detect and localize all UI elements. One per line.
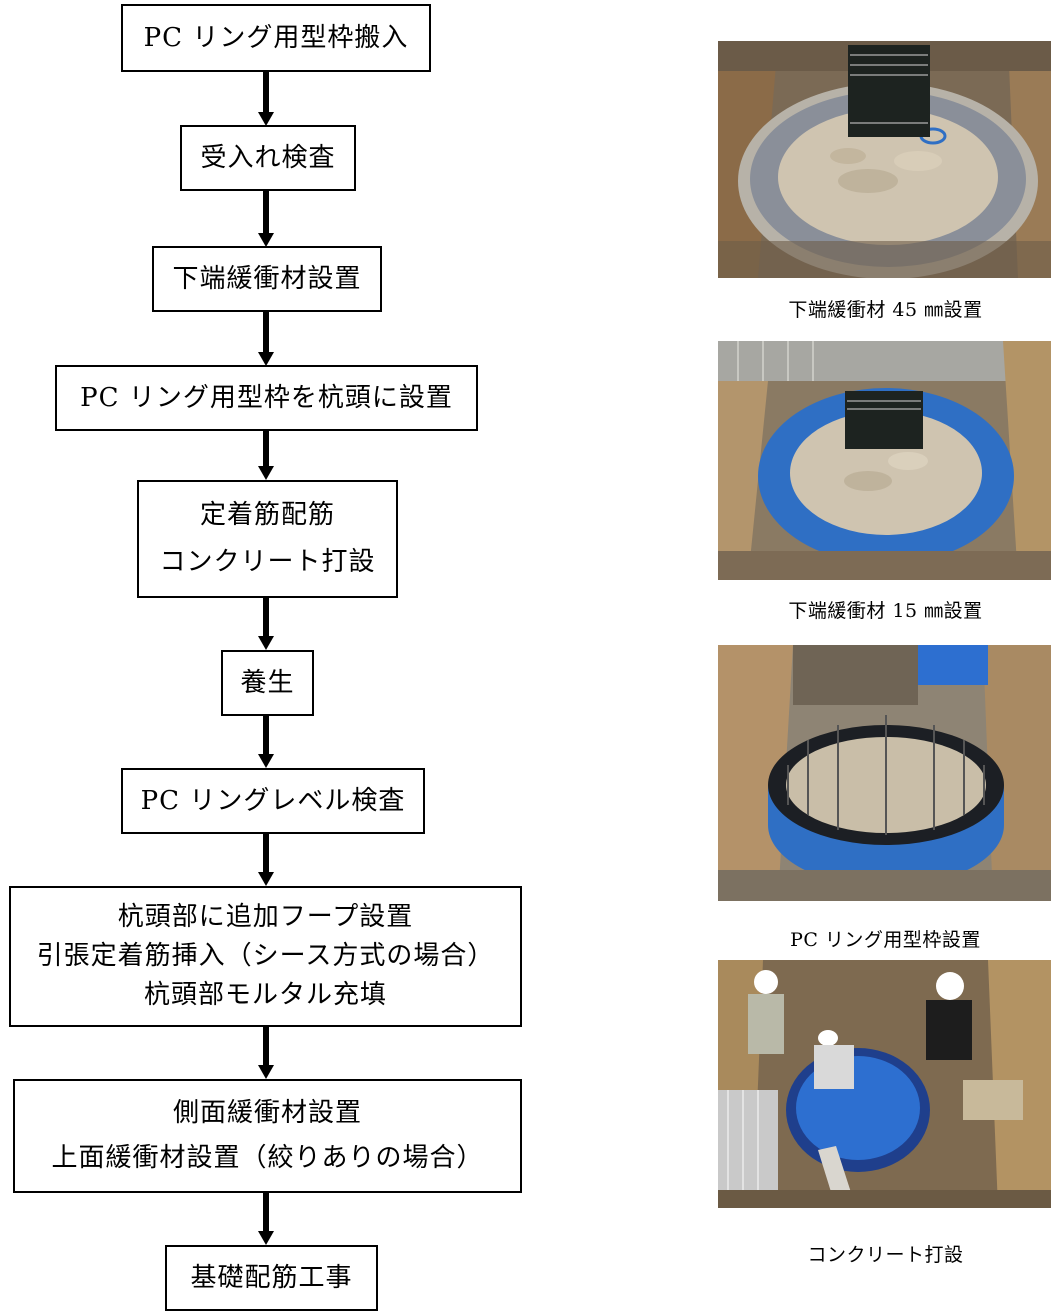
flow-step-label: 杭頭部に追加フープ設置 bbox=[117, 902, 414, 932]
flow-step-label: 受入れ検査 bbox=[200, 142, 336, 173]
flow-step-bottom-cushion: 下端緩衝材設置 bbox=[152, 246, 382, 312]
flow-step-label: 下端緩衝材設置 bbox=[172, 263, 362, 294]
flow-arrow bbox=[258, 1027, 274, 1079]
flow-step-label: 基礎配筋工事 bbox=[190, 1262, 353, 1293]
photo-caption: 下端緩衝材 45 ㎜設置 bbox=[788, 299, 983, 321]
flow-step-hoop-anchor-mortar: 杭頭部に追加フープ設置 引張定着筋挿入（シース方式の場合） 杭頭部モルタル充填 bbox=[9, 886, 522, 1027]
flow-step-label: PC リングレベル検査 bbox=[140, 785, 406, 816]
flow-step-acceptance-inspection: 受入れ検査 bbox=[180, 125, 356, 191]
flow-step-curing: 養生 bbox=[221, 650, 314, 716]
flow-step-side-top-cushion: 側面緩衝材設置 上面緩衝材設置（絞りありの場合） bbox=[13, 1079, 522, 1193]
flow-step-rebar-concrete: 定着筋配筋 コンクリート打設 bbox=[137, 480, 398, 598]
photo-caption: 下端緩衝材 15 ㎜設置 bbox=[788, 600, 983, 622]
flow-step-foundation-rebar: 基礎配筋工事 bbox=[165, 1245, 378, 1311]
flow-step-label: 定着筋配筋 bbox=[199, 500, 335, 530]
photo-bottom-cushion-45mm bbox=[718, 41, 1051, 278]
flow-step-label: 側面緩衝材設置 bbox=[172, 1098, 362, 1128]
flow-step-label: 上面緩衝材設置（絞りありの場合） bbox=[51, 1143, 484, 1173]
flow-step-formwork-delivery: PC リング用型枠搬入 bbox=[121, 4, 431, 72]
photo-caption: コンクリート打設 bbox=[807, 1244, 964, 1266]
flow-step-level-inspection: PC リングレベル検査 bbox=[121, 768, 425, 834]
flow-arrow bbox=[258, 312, 274, 366]
flow-step-label: PC リング用型枠搬入 bbox=[143, 22, 409, 53]
flow-step-label: 引張定着筋挿入（シース方式の場合） bbox=[36, 941, 495, 971]
flow-arrow bbox=[258, 1193, 274, 1245]
flow-arrow bbox=[258, 834, 274, 886]
photo-caption: PC リング用型枠設置 bbox=[790, 929, 981, 951]
photo-graphic bbox=[718, 645, 1051, 901]
photo-pc-ring-formwork bbox=[718, 645, 1051, 901]
photo-graphic bbox=[718, 341, 1051, 580]
flow-arrow bbox=[258, 191, 274, 247]
flow-arrow bbox=[258, 598, 274, 650]
flow-arrow bbox=[258, 431, 274, 480]
flow-arrow bbox=[258, 716, 274, 768]
photo-graphic bbox=[718, 960, 1051, 1208]
photo-bottom-cushion-15mm bbox=[718, 341, 1051, 580]
flow-step-label: PC リング用型枠を杭頭に設置 bbox=[80, 382, 453, 413]
flow-step-label: 杭頭部モルタル充填 bbox=[143, 980, 387, 1010]
photo-graphic bbox=[718, 41, 1051, 278]
flow-step-formwork-on-pile-head: PC リング用型枠を杭頭に設置 bbox=[55, 365, 478, 431]
photo-concrete-pouring bbox=[718, 960, 1051, 1208]
flow-step-label: 養生 bbox=[240, 667, 295, 698]
flow-arrow bbox=[258, 72, 274, 126]
flow-step-label: コンクリート打設 bbox=[159, 547, 376, 577]
